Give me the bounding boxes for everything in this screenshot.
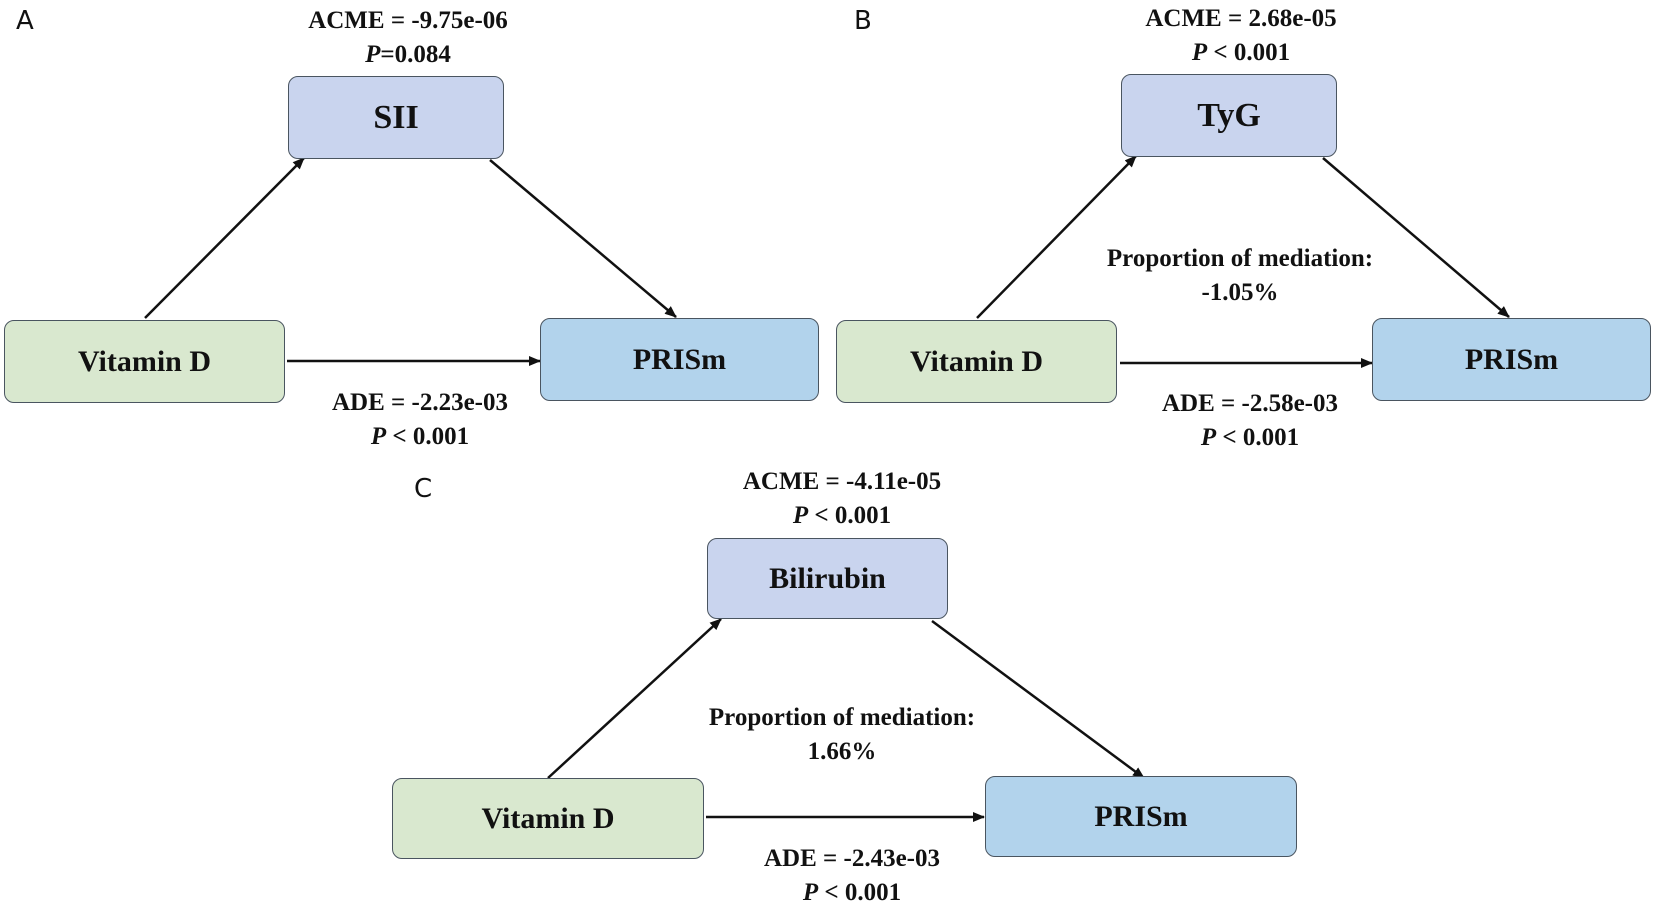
panel-c-acme-value: ACME = -4.11e-05 [742,468,942,495]
arrow-c-mediator-to-outcome [931,619,1145,780]
panel-c-letter: C [414,474,433,504]
panel-b-proportion-label: Proportion of mediation: [1106,245,1374,272]
panel-b-acme-p: P < 0.001 [1191,39,1291,66]
panel-c-outcome-box: PRISm [985,776,1297,857]
panel-b-acme-value: ACME = 2.68e-05 [1145,5,1337,32]
panel-c-ade-value: ADE = -2.43e-03 [763,845,941,872]
panel-c-ade: ADE = -2.43e-03 P < 0.001 [764,842,940,910]
panel-c-proportion-value: 1.66% [807,738,877,765]
panel-a-outcome-box: PRISm [540,318,819,401]
panel-b-exposure-box: Vitamin D [836,320,1117,403]
panel-a-exposure-box: Vitamin D [4,320,285,403]
panel-a-ade: ADE = -2.23e-03 P < 0.001 [332,386,508,454]
arrow-c-exposure-to-mediator [547,618,722,779]
panel-b-mediator-box: TyG [1121,74,1337,157]
panel-c-mediator-box: Bilirubin [707,538,948,619]
panel-c-acme: ACME = -4.11e-05 P < 0.001 [743,465,941,533]
panel-b-ade: ADE = -2.58e-03 P < 0.001 [1162,387,1338,455]
panel-c-acme-p: P < 0.001 [792,502,892,529]
panel-a-mediator-box: SII [288,76,504,159]
panel-a-letter: A [16,6,34,36]
panel-b-outcome-box: PRISm [1372,318,1651,401]
panel-b-proportion: Proportion of mediation: -1.05% [1107,242,1373,310]
panel-b-ade-value: ADE = -2.58e-03 [1161,390,1339,417]
panel-a-acme: ACME = -9.75e-06 P=0.084 [308,4,508,72]
arrow-a-mediator-to-outcome [489,159,677,318]
panel-b-letter: B [854,6,872,36]
panel-c-ade-p: P < 0.001 [802,879,902,906]
panel-a-acme-value: ACME = -9.75e-06 [308,7,508,34]
arrow-b-exposure-to-mediator [976,155,1137,319]
arrow-a-exposure-to-mediator [144,157,305,319]
panel-b-proportion-value: -1.05% [1201,279,1279,306]
panel-c-proportion-label: Proportion of mediation: [708,704,976,731]
panel-b-acme: ACME = 2.68e-05 P < 0.001 [1145,2,1336,70]
panel-a-acme-p: P=0.084 [365,41,451,68]
panel-b-ade-p: P < 0.001 [1200,424,1300,451]
panel-a-ade-p: P < 0.001 [370,423,470,450]
panel-c-proportion: Proportion of mediation: 1.66% [709,701,975,769]
panel-c-exposure-box: Vitamin D [392,778,704,859]
arrow-b-mediator-to-outcome [1322,157,1510,318]
panel-a-ade-value: ADE = -2.23e-03 [331,389,509,416]
